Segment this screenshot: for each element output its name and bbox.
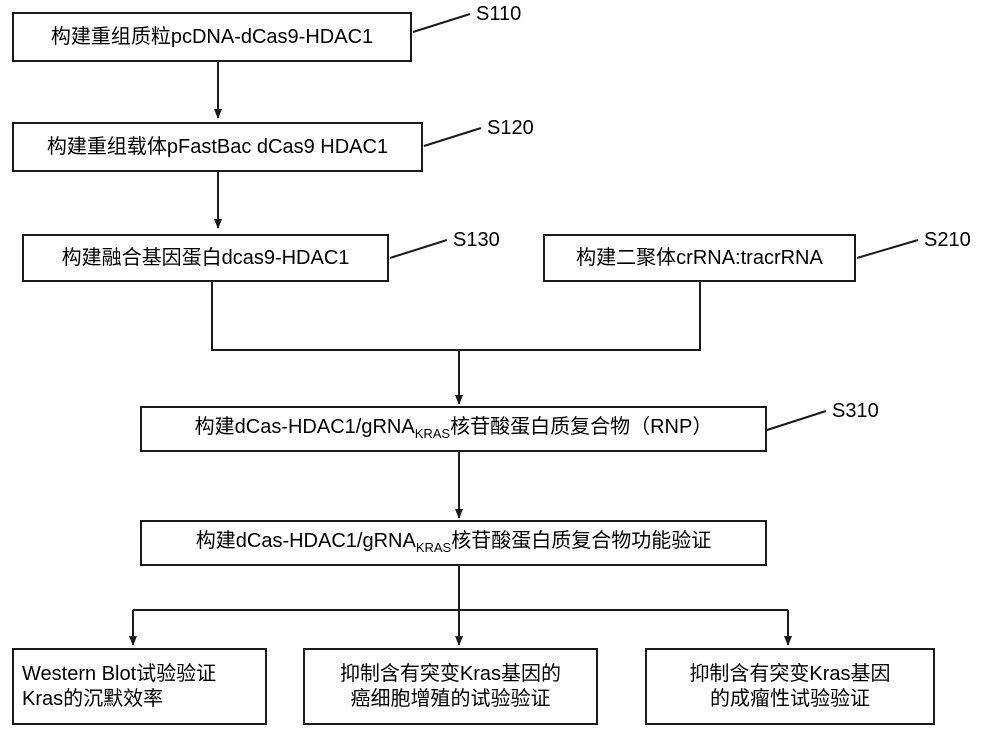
node-result-1-line2: Kras的沉默效率 (22, 687, 164, 710)
node-s110-label: 构建重组质粒pcDNA-dCas9-HDAC1 (50, 25, 374, 48)
node-s310-text-post: 核苷酸蛋白质复合物（RNP） (450, 416, 713, 439)
node-result-3[interactable]: 抑制含有突变Kras基因 的成瘤性试验验证 (645, 648, 935, 725)
tag-s110: S110 (476, 3, 522, 25)
node-s320-text-sub: KRAS (415, 540, 452, 556)
tag-s310: S310 (832, 400, 879, 422)
node-result-1[interactable]: Western Blot试验验证 Kras的沉默效率 (12, 648, 267, 725)
node-result-1-line1: Western Blot试验验证 (22, 662, 217, 685)
node-result-2-line1: 抑制含有突变Kras基因的 (339, 662, 562, 685)
node-result-2[interactable]: 抑制含有突变Kras基因的 癌细胞增殖的试验验证 (303, 648, 598, 725)
tag-s120: S120 (487, 117, 534, 139)
node-s120[interactable]: 构建重组载体pFastBac dCas9 HDAC1 (12, 122, 423, 172)
tag-s130: S130 (453, 229, 500, 251)
node-s310-label: 构建dCas-HDAC1/gRNAKRAS核苷酸蛋白质复合物（RNP） (195, 415, 713, 442)
node-s130[interactable]: 构建融合基因蛋白dcas9-HDAC1 (22, 234, 389, 282)
node-result-3-line1: 抑制含有突变Kras基因 (689, 662, 891, 685)
node-s320[interactable]: 构建dCas-HDAC1/gRNAKRAS核苷酸蛋白质复合物功能验证 (140, 520, 767, 566)
node-s310-text-pre: 构建dCas-HDAC1/gRNA (194, 416, 415, 439)
node-s210[interactable]: 构建二聚体crRNA:tracrRNA (543, 234, 856, 282)
node-s320-text-pre: 构建dCas-HDAC1/gRNA (195, 530, 416, 553)
node-s210-label: 构建二聚体crRNA:tracrRNA (576, 246, 823, 269)
node-s320-label: 构建dCas-HDAC1/gRNAKRAS核苷酸蛋白质复合物功能验证 (196, 529, 711, 556)
node-s130-label: 构建融合基因蛋白dcas9-HDAC1 (61, 246, 350, 269)
node-s310-text-sub: KRAS (414, 426, 451, 442)
node-s120-label: 构建重组载体pFastBac dCas9 HDAC1 (46, 135, 389, 158)
node-s320-text-post: 核苷酸蛋白质复合物功能验证 (451, 530, 712, 553)
node-result-3-line2: 的成瘤性试验验证 (710, 687, 870, 710)
node-s310[interactable]: 构建dCas-HDAC1/gRNAKRAS核苷酸蛋白质复合物（RNP） (140, 406, 767, 452)
node-s110[interactable]: 构建重组质粒pcDNA-dCas9-HDAC1 (12, 12, 412, 62)
tag-s210: S210 (924, 229, 971, 251)
node-result-2-line2: 癌细胞增殖的试验验证 (350, 687, 551, 710)
